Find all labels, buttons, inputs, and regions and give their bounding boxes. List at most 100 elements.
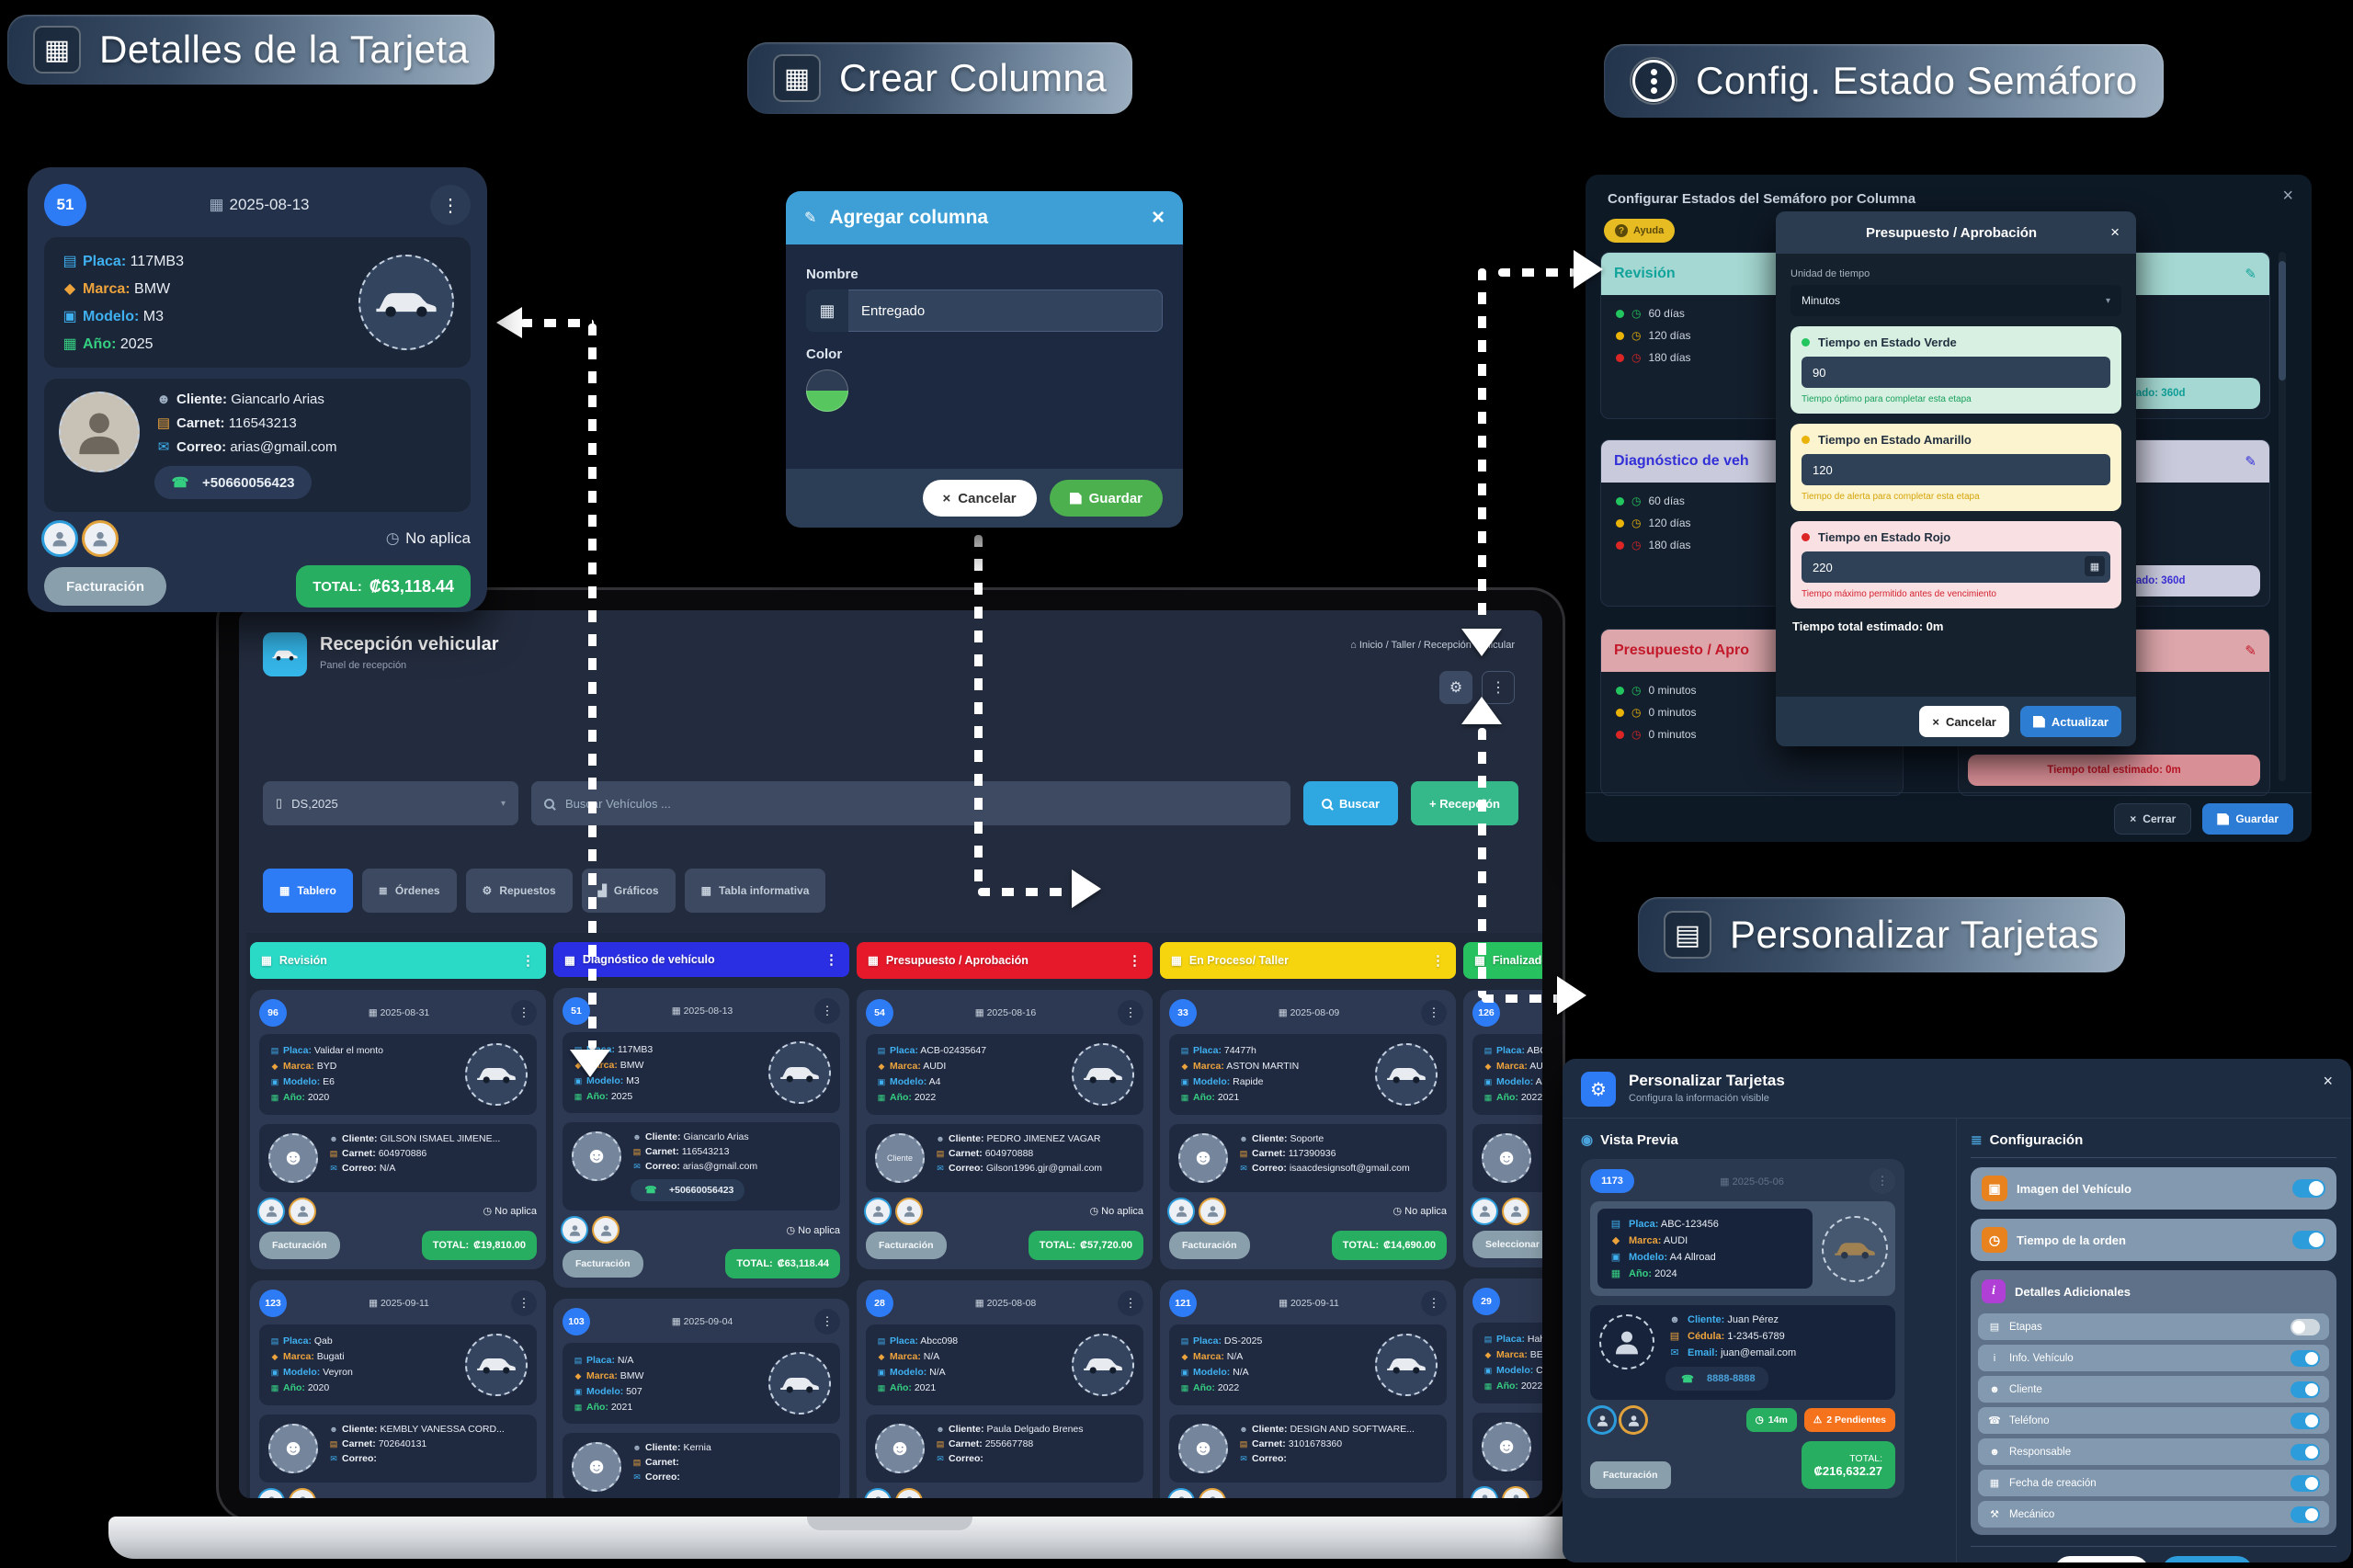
client-avatar: ☻ (572, 1442, 621, 1493)
cancel-button[interactable]: × Cancelar (1919, 706, 2009, 737)
feature-icon: ☻ (1989, 1446, 2000, 1458)
tab-tabla-informativa[interactable]: ▦Tabla informativa (684, 869, 826, 913)
facturacion-button[interactable]: Seleccionar servicios (1472, 1230, 1542, 1258)
cerrar-button[interactable]: × Cerrar (2114, 803, 2192, 835)
column-header[interactable]: ▦Finalizado⋮ (1463, 942, 1542, 979)
search-input[interactable] (563, 795, 1278, 812)
column-menu-button[interactable]: ⋮ (521, 952, 535, 969)
toggle-switch[interactable] (2290, 1506, 2320, 1523)
facturacion-button[interactable]: Facturación (563, 1250, 643, 1278)
edit-icon[interactable]: ✎ (2245, 267, 2256, 282)
close-icon[interactable]: × (2282, 186, 2293, 206)
settings-button[interactable]: ⚙ (1439, 671, 1472, 704)
card-menu-button[interactable]: ⋮ (1118, 1290, 1143, 1316)
card-menu-button[interactable]: ⋮ (511, 1290, 537, 1316)
ayuda-button[interactable]: ?Ayuda (1604, 219, 1676, 243)
buscar-button[interactable]: Buscar (1302, 781, 1399, 825)
vehicle-info-box[interactable]: ▤Placa: ABC-123456 ◆Marca: AUDI ▣Modelo:… (1590, 1201, 1895, 1296)
kanban-card[interactable]: 28 ▦ 2025-08-08 ⋮ ▤Placa: Abcc098 ◆Marca… (857, 1279, 1153, 1498)
toggle-row[interactable]: ☻ Responsable (1978, 1438, 2329, 1465)
unidad-select[interactable]: Minutos▾ (1790, 285, 2121, 316)
cancel-button[interactable]: × Cancelar (922, 480, 1037, 517)
column-header[interactable]: ▦Presupuesto / Aprobación⋮ (857, 942, 1153, 979)
feature-icon: ▣ (1982, 1176, 2007, 1201)
save-button[interactable]: Guardar (2162, 1556, 2253, 1562)
mail-icon: ✉ (1540, 1164, 1542, 1174)
feature-icon: i (1993, 1352, 1996, 1364)
toggle-row[interactable]: ◷ Tiempo de la orden (1971, 1219, 2336, 1261)
person-icon: ☻ (1239, 1133, 1248, 1143)
scrollbar[interactable] (2279, 252, 2286, 781)
client-avatar: ☻ (1178, 1423, 1228, 1473)
verde-input[interactable] (1802, 357, 2110, 388)
color-picker-swatch[interactable] (806, 369, 848, 412)
recepcion-button[interactable]: + Recepción (1411, 781, 1518, 825)
toggle-switch[interactable] (2290, 1381, 2320, 1398)
tab-tablero[interactable]: ▦Tablero (263, 869, 353, 913)
card-menu-button[interactable]: ⋮ (814, 998, 840, 1025)
kanban-card[interactable]: 33 ▦ 2025-08-09 ⋮ ▤Placa: 74477h ◆Marca:… (1160, 989, 1456, 1269)
facturacion-button[interactable]: Facturación (1590, 1461, 1671, 1489)
rojo-input[interactable] (1802, 551, 2110, 583)
tab-graficos[interactable]: ▟Gráficos (581, 869, 676, 913)
card-menu-button[interactable]: ⋮ (1118, 999, 1143, 1026)
kanban-card[interactable]: 96 ▦ 2025-08-31 ⋮ ▤Placa: Validar el mon… (250, 989, 546, 1269)
calendar-icon: ▦ (209, 196, 224, 213)
column-header[interactable]: ▦En Proceso/ Taller⋮ (1160, 942, 1456, 979)
column-menu-button[interactable]: ⋮ (1431, 952, 1445, 969)
toggle-row[interactable]: i Info. Vehículo (1978, 1345, 2329, 1371)
toggle-switch[interactable] (2290, 1443, 2320, 1460)
toggle-switch[interactable] (2292, 1231, 2325, 1249)
column-name-input[interactable] (848, 290, 1163, 332)
column-header[interactable]: ▦Revisión⋮ (250, 942, 546, 979)
toggle-row[interactable]: ⚒ Mecánico (1978, 1501, 2329, 1528)
toggle-switch[interactable] (2290, 1318, 2320, 1335)
column-menu-button[interactable]: ⋮ (824, 952, 838, 969)
kanban-card[interactable]: 29 ▦ ⋮ ▤Placa: Hahabha... ◆Marca: BENTLE… (1463, 1278, 1542, 1498)
detalles-adicionales-section: i Detalles Adicionales ▤ Etapas i Info. … (1971, 1270, 2336, 1535)
column-header[interactable]: ▦Diagnóstico de vehículo⋮ (553, 942, 849, 978)
tab-repuestos[interactable]: ⚙Repuestos (465, 869, 573, 913)
card-menu-button[interactable]: ⋮ (430, 185, 471, 225)
close-icon[interactable]: × (1151, 205, 1165, 230)
guardar-button[interactable]: Guardar (2202, 803, 2293, 835)
actualizar-button[interactable]: Actualizar (2019, 706, 2121, 737)
toggle-row[interactable]: ▤ Etapas (1978, 1313, 2329, 1340)
kanban-card[interactable]: 121 ▦ 2025-09-11 ⋮ ▤Placa: DS-2025 ◆Marc… (1160, 1279, 1456, 1498)
edit-icon[interactable]: ✎ (2245, 454, 2256, 470)
search-box (531, 781, 1290, 825)
facturacion-button[interactable]: Facturación (866, 1231, 947, 1259)
toggle-row[interactable]: ▦ Fecha de creación (1978, 1470, 2329, 1496)
toggle-row[interactable]: ▣ Imagen del Vehículo (1971, 1167, 2336, 1210)
kanban-card[interactable]: 103 ▦ 2025-09-04 ⋮ ▤Placa: N/A ◆Marca: B… (553, 1299, 849, 1498)
toggle-row[interactable]: ☻ Cliente (1978, 1376, 2329, 1403)
edit-icon[interactable]: ✎ (2245, 643, 2256, 659)
cancel-button[interactable]: Cancelar (2054, 1556, 2149, 1562)
card-menu-button[interactable]: ⋮ (814, 1309, 840, 1335)
tag-icon: ◆ (63, 281, 76, 297)
facturacion-button[interactable]: Facturación (44, 567, 167, 606)
kanban-card[interactable]: 126 ▦ 2025-08-13 ⋮ ▤Placa: ABC-0234... ◆… (1463, 989, 1542, 1267)
filter-select[interactable]: ▯DS,2025▾ (263, 781, 518, 825)
toggle-switch[interactable] (2290, 1349, 2320, 1367)
card-menu-button[interactable]: ⋮ (1421, 1290, 1447, 1316)
kanban-card[interactable]: 51 ▦ 2025-08-13 ⋮ ▤Placa: 117MB3 ◆Marca:… (553, 988, 849, 1289)
card-menu-button[interactable]: ⋮ (1421, 999, 1447, 1026)
stepper-icon[interactable]: ▦ (2085, 556, 2105, 576)
save-button[interactable]: Guardar (1049, 480, 1163, 517)
toggle-switch[interactable] (2292, 1179, 2325, 1198)
kanban-card[interactable]: 54 ▦ 2025-08-16 ⋮ ▤Placa: ACB-02435647 ◆… (857, 989, 1153, 1269)
facturacion-button[interactable]: Facturación (259, 1231, 340, 1259)
toggle-switch[interactable] (2290, 1474, 2320, 1492)
close-icon[interactable]: × (2110, 223, 2120, 241)
card-menu-button[interactable]: ⋮ (511, 999, 537, 1026)
toggle-row[interactable]: ☎ Teléfono (1978, 1407, 2329, 1434)
kanban-card[interactable]: 123 ▦ 2025-09-11 ⋮ ▤Placa: Qab ◆Marca: B… (250, 1279, 546, 1498)
tab-ordenes[interactable]: ≣Órdenes (361, 869, 457, 913)
close-icon[interactable]: × (2323, 1072, 2333, 1090)
amarillo-input[interactable] (1802, 454, 2110, 485)
tag-icon: ◆ (1181, 1062, 1188, 1072)
facturacion-button[interactable]: Facturación (1169, 1231, 1250, 1259)
column-menu-button[interactable]: ⋮ (1128, 952, 1142, 969)
toggle-switch[interactable] (2290, 1412, 2320, 1429)
